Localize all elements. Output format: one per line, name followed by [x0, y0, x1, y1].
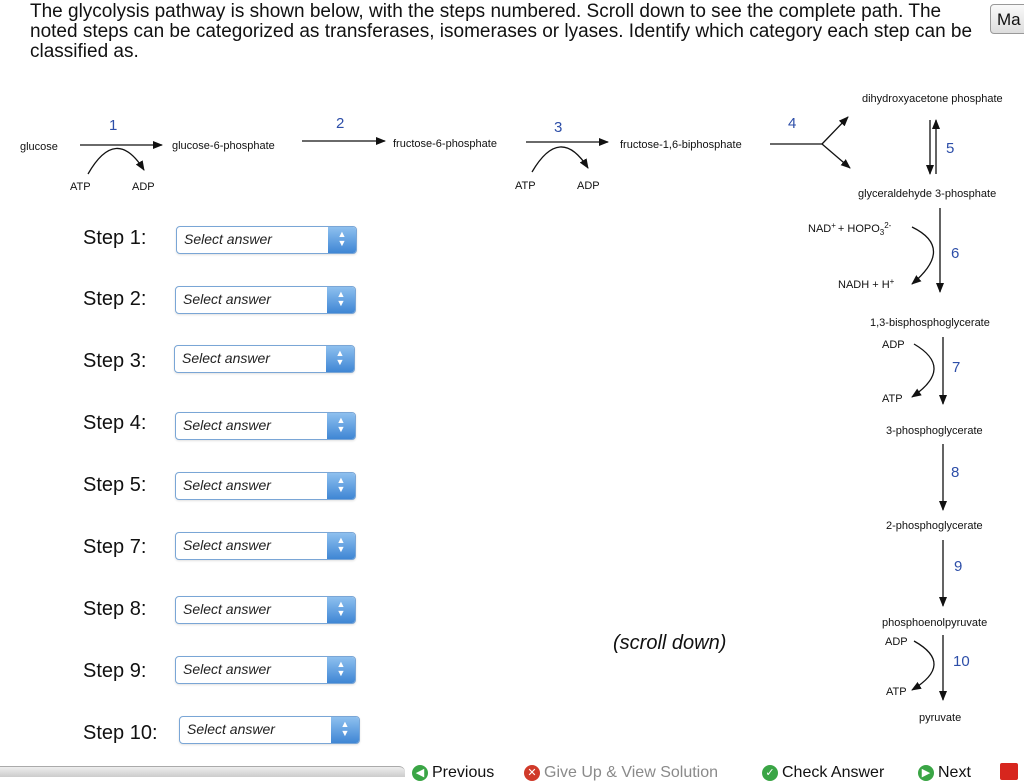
3-phosphoglycerate-label: 3-phosphoglycerate — [886, 425, 983, 437]
adp-label-step7: ADP — [882, 339, 905, 351]
adp-label-step1: ADP — [132, 181, 155, 193]
nad-hopo-label: NAD++ HOPO32- — [808, 221, 892, 237]
select-arrows-icon[interactable]: ▲▼ — [327, 473, 355, 499]
step-8-label: Step 8: — [83, 598, 147, 620]
step-10-select-value: Select answer — [187, 721, 275, 737]
glucose-6-phosphate-label: glucose-6-phosphate — [172, 140, 275, 152]
glycolysis-pathway-diagram: glucose 1 ATP ADP glucose-6-phosphate 2 … — [20, 93, 1003, 724]
atp-label-step10: ATP — [886, 686, 907, 698]
step-4-select[interactable]: Select answer ▲▼ — [175, 412, 356, 440]
previous-button[interactable]: ◀Previous — [412, 764, 494, 782]
atp-label-step1: ATP — [70, 181, 91, 193]
step-4-select-value: Select answer — [183, 417, 271, 433]
scroll-down-note: (scroll down) — [613, 632, 727, 654]
step-2-select[interactable]: Select answer ▲▼ — [175, 286, 356, 314]
step-8-select[interactable]: Select answer ▲▼ — [175, 596, 356, 624]
check-answer-label: Check Answer — [782, 764, 885, 781]
next-icon: ▶ — [918, 764, 934, 781]
step-number-4: 4 — [788, 115, 796, 132]
2-phosphoglycerate-label: 2-phosphoglycerate — [886, 520, 983, 532]
step-1-label: Step 1: — [83, 227, 147, 249]
step-3-select-value: Select answer — [182, 350, 270, 366]
step-10-select[interactable]: Select answer ▲▼ — [179, 716, 360, 744]
step-9-select[interactable]: Select answer ▲▼ — [175, 656, 356, 684]
step-7-label: Step 7: — [83, 536, 147, 558]
atp-label-step7: ATP — [882, 393, 903, 405]
nadh-label: NADH + H+ — [838, 277, 895, 291]
glucose-label: glucose — [20, 141, 58, 153]
select-arrows-icon[interactable]: ▲▼ — [327, 413, 355, 439]
step-5-label: Step 5: — [83, 474, 147, 496]
check-answer-button[interactable]: ✓Check Answer — [762, 764, 884, 782]
select-arrows-icon[interactable]: ▲▼ — [331, 717, 359, 743]
previous-label: Previous — [432, 764, 495, 781]
step-9-select-value: Select answer — [183, 661, 271, 677]
select-arrows-icon[interactable]: ▲▼ — [327, 657, 355, 683]
select-arrows-icon[interactable]: ▲▼ — [327, 287, 355, 313]
step-5-select[interactable]: Select answer ▲▼ — [175, 472, 356, 500]
phosphoenolpyruvate-label: phosphoenolpyruvate — [882, 617, 987, 629]
step-10-label: Step 10: — [83, 722, 158, 744]
step-number-8: 8 — [951, 464, 959, 481]
step-3-select[interactable]: Select answer ▲▼ — [174, 345, 355, 373]
select-arrows-icon[interactable]: ▲▼ — [327, 597, 355, 623]
pyruvate-label: pyruvate — [919, 712, 961, 724]
exit-icon[interactable] — [1000, 763, 1018, 780]
step-5-select-value: Select answer — [183, 477, 271, 493]
step-8-select-value: Select answer — [183, 601, 271, 617]
step-number-7: 7 — [952, 359, 960, 376]
step-1-select[interactable]: Select answer ▲▼ — [176, 226, 357, 254]
fructose-1-6-biphosphate-label: fructose-1,6-biphosphate — [620, 139, 742, 151]
step-4-label: Step 4: — [83, 412, 147, 434]
adp-label-step3: ADP — [577, 180, 600, 192]
step-3-label: Step 3: — [83, 350, 147, 372]
step-number-1: 1 — [109, 117, 117, 134]
step-7-select[interactable]: Select answer ▲▼ — [175, 532, 356, 560]
adp-label-step10: ADP — [885, 636, 908, 648]
atp-label-step3: ATP — [515, 180, 536, 192]
next-button[interactable]: ▶Next — [918, 764, 971, 782]
1-3-bisphosphoglycerate-label: 1,3-bisphosphoglycerate — [870, 317, 990, 329]
step-number-2: 2 — [336, 115, 344, 132]
step-number-5: 5 — [946, 140, 954, 157]
step-number-3: 3 — [554, 119, 562, 136]
fructose-6-phosphate-label: fructose-6-phosphate — [393, 138, 497, 150]
step-9-label: Step 9: — [83, 660, 147, 682]
previous-icon: ◀ — [412, 764, 428, 781]
step-number-9: 9 — [954, 558, 962, 575]
step-2-select-value: Select answer — [183, 291, 271, 307]
check-icon: ✓ — [762, 764, 778, 781]
footer-toolbar: ◀Previous ✕Give Up & View Solution ✓Chec… — [0, 762, 1024, 782]
step-number-10: 10 — [953, 653, 970, 670]
give-up-button[interactable]: ✕Give Up & View Solution — [524, 764, 718, 782]
ma-button[interactable]: Ma — [990, 4, 1024, 34]
select-arrows-icon[interactable]: ▲▼ — [327, 533, 355, 559]
select-arrows-icon[interactable]: ▲▼ — [326, 346, 354, 372]
step-1-select-value: Select answer — [184, 231, 272, 247]
give-up-icon: ✕ — [524, 764, 540, 781]
instructions-text: The glycolysis pathway is shown below, w… — [30, 1, 973, 62]
step-7-select-value: Select answer — [183, 537, 271, 553]
step-2-label: Step 2: — [83, 288, 147, 310]
glyceraldehyde-3-phosphate-label: glyceraldehyde 3-phosphate — [858, 188, 996, 200]
step-number-6: 6 — [951, 245, 959, 262]
select-arrows-icon[interactable]: ▲▼ — [328, 227, 356, 253]
next-label: Next — [938, 764, 971, 781]
footer-divider — [0, 766, 405, 777]
dihydroxyacetone-phosphate-label: dihydroxyacetone phosphate — [862, 93, 1003, 105]
give-up-label: Give Up & View Solution — [544, 764, 719, 781]
